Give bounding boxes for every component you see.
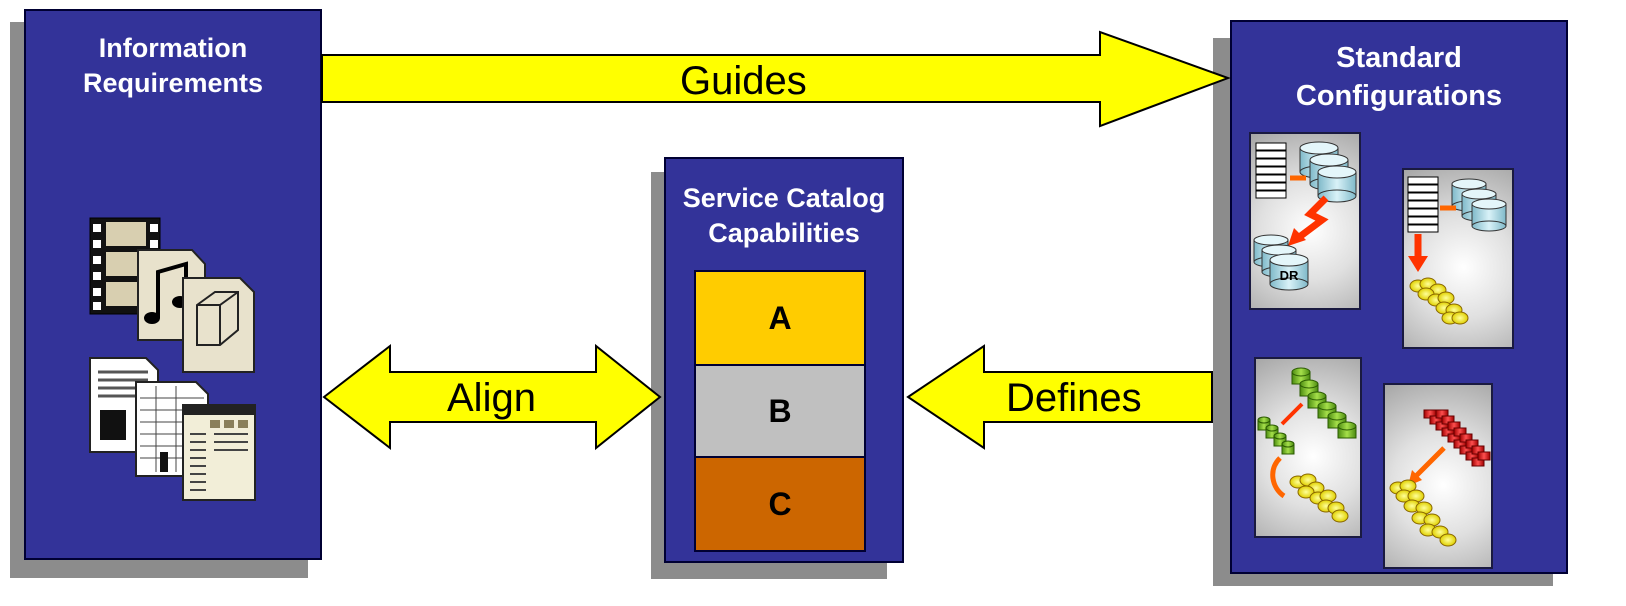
web-page-document-icon — [182, 404, 256, 501]
backup-arrowhead-icon — [1408, 256, 1428, 272]
defines-label: Defines — [1006, 376, 1142, 420]
disk-array-icon-green — [1257, 367, 1357, 455]
replication-arrowhead-icon — [1288, 228, 1306, 246]
tape-library-icon-2 — [1289, 473, 1349, 523]
capability-b-label: B — [768, 392, 792, 429]
server-rack-icon-2 — [1407, 176, 1439, 233]
standard-configurations-title: Standard Configurations — [1232, 40, 1566, 115]
capability-c-label: C — [768, 485, 792, 522]
capability-a[interactable]: A — [694, 270, 866, 366]
align-arrow[interactable] — [322, 343, 662, 451]
tape-library-icon — [1409, 277, 1469, 325]
capability-c[interactable]: C — [694, 456, 866, 552]
catalog-title-line2: Capabilities — [708, 218, 860, 249]
server-rack-icon — [1255, 142, 1287, 199]
info-title-line1: Information — [98, 33, 248, 63]
database-icon-2 — [1451, 178, 1507, 232]
config-thumbnail-disk-array-backup[interactable] — [1383, 383, 1493, 569]
backup-arrow-icon-2 — [1412, 446, 1446, 480]
database-icon — [1299, 141, 1357, 203]
info-requirements-title: Information Requirements — [26, 31, 320, 101]
info-title-line2: Requirements — [82, 68, 264, 99]
capability-b[interactable]: B — [694, 364, 866, 458]
guides-label: Guides — [680, 59, 807, 103]
cube-document-icon — [182, 277, 255, 373]
defines-arrow[interactable] — [906, 344, 1213, 450]
service-catalog-panel: Service Catalog Capabilities A B C — [664, 157, 904, 563]
service-catalog-title: Service Catalog Capabilities — [666, 181, 902, 251]
capability-a-label: A — [768, 299, 792, 336]
migrate-arrow-icon — [1280, 402, 1304, 426]
tape-library-icon-3 — [1389, 479, 1457, 547]
disk-array-icon-red — [1423, 409, 1491, 467]
replication-arrow-icon — [1295, 195, 1329, 241]
align-label: Align — [447, 376, 536, 420]
capability-stack: A B C — [694, 270, 866, 552]
dr-label: DR — [1280, 268, 1299, 283]
catalog-title-line1: Service Catalog — [682, 183, 886, 213]
guides-arrow[interactable] — [321, 30, 1231, 128]
configs-title-line2: Configurations — [1295, 79, 1503, 112]
configs-title-line1: Standard — [1336, 42, 1462, 74]
archive-arrow-icon — [1270, 456, 1286, 499]
dr-database-icon — [1253, 234, 1309, 291]
